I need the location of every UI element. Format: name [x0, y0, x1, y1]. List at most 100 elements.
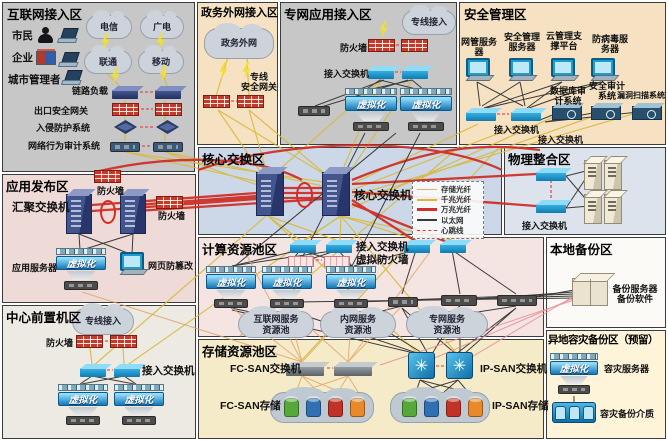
title-storage-pool: 存储资源池区	[202, 345, 278, 359]
private-virtual-hosts	[345, 88, 397, 95]
disk-icon	[402, 396, 417, 417]
physical-access-switch	[536, 204, 566, 213]
intranet-pool-cloud: 内网服务 资源池	[320, 306, 396, 338]
title-front-machine: 中心前置机区	[6, 311, 82, 325]
front-rack-server	[122, 416, 156, 425]
link-load-balancer	[155, 90, 181, 99]
private-virtualization: 虚拟化	[400, 96, 452, 111]
ip-san-switch	[446, 352, 473, 379]
label-enterprise: 企业	[12, 52, 33, 64]
cloud-mgmt-server-icon	[550, 58, 580, 82]
virtualization-shadow	[68, 407, 98, 415]
label-core-switch: 核心交换机	[354, 190, 412, 202]
title-app-publish: 应用发布区	[6, 180, 69, 194]
private-line-cloud: 专线接入	[402, 5, 456, 35]
enterprise-icon	[36, 51, 56, 65]
ips-device	[114, 120, 137, 134]
label-security-access-switch: 接入交换机	[494, 125, 540, 135]
title-compute-pool: 计算资源池区	[202, 243, 278, 257]
legend-storage-fiber: 存储光纤	[417, 185, 479, 194]
private-access-switch	[402, 70, 428, 79]
compute-virtual-hosts	[262, 266, 312, 273]
compute-rack-server	[497, 295, 537, 306]
app-rack-server	[64, 281, 98, 290]
label-dr-server: 容灾服务器	[604, 364, 650, 374]
legend-ge-fiber: 千兆光纤	[417, 195, 479, 204]
label-physical-access-switch: 接入交换机	[522, 221, 568, 231]
label-virtual-firewall: 虚拟防火墙	[356, 254, 409, 266]
app-virtualization: 虚拟化	[56, 256, 106, 270]
aggregation-switch	[66, 194, 92, 234]
label-sec-mgmt-server: 安全管理 服务器	[503, 32, 540, 53]
dr-virtualization: 虚拟化	[550, 361, 598, 375]
behavior-audit-device	[110, 142, 140, 152]
private-pool-cloud: 专网服务 资源池	[406, 306, 488, 338]
anti-tamper-icon	[119, 252, 149, 276]
private-access-switch	[368, 70, 394, 79]
compute-rack-server	[270, 299, 304, 308]
mobile-cloud: 移动	[138, 45, 184, 74]
security-access-switch	[511, 112, 541, 121]
title-security-mgmt: 安全管理区	[464, 8, 527, 22]
label-ip-san-storage: IP-SAN存储	[492, 400, 549, 412]
legend-heartbeat: 心跳线	[417, 226, 479, 235]
app-virtual-hosts	[56, 248, 106, 255]
fc-san-switch	[286, 366, 324, 376]
front-firewall	[76, 335, 103, 348]
behavior-audit-device	[153, 142, 183, 152]
aggregation-switch	[120, 194, 146, 234]
antivirus-server-icon	[590, 58, 620, 82]
nms-server-icon	[465, 58, 495, 82]
label-line-gateway: 专线 安全网关	[240, 72, 277, 93]
title-disaster-recovery: 异地容灾备份区（预留）	[548, 334, 659, 346]
virtualization-shadow	[66, 271, 96, 280]
lightning-icon	[379, 21, 388, 38]
disk-icon	[468, 396, 483, 417]
db-audit-appliance	[552, 106, 582, 120]
label-db-audit: 数据库审 计系统	[549, 86, 586, 107]
vuln-scan-appliance	[632, 106, 662, 120]
label-app-firewall-top: 防火墙	[97, 186, 125, 196]
private-rack-server	[408, 122, 444, 131]
label-cloud-mgmt-platform: 云管理支 撑平台	[545, 31, 582, 52]
private-rack-server	[353, 122, 389, 131]
compute-access-switch	[290, 244, 316, 253]
physical-access-switch	[536, 172, 566, 181]
dr-backup-media-icon	[552, 402, 596, 423]
private-firewall	[368, 39, 395, 52]
label-vuln-scan: 漏洞扫描系统	[617, 91, 665, 100]
dr-rack-server	[558, 385, 590, 394]
compute-rack-server	[388, 297, 418, 307]
title-internet-access: 互联网接入区	[7, 8, 83, 22]
security-access-switch	[466, 112, 496, 121]
sec-mgmt-server-icon	[508, 58, 538, 82]
label-ips: 入侵防护系统	[36, 123, 91, 133]
compute-rack-server	[441, 295, 477, 306]
compute-access-switch	[326, 244, 352, 253]
label-backup-server: 备份服务器 备份软件	[612, 284, 658, 305]
label-private-access-switch: 接入交换机	[324, 69, 370, 79]
label-dr-media: 容灾备份介质	[600, 409, 655, 419]
disk-icon	[328, 396, 343, 417]
front-virtual-hosts	[58, 384, 108, 391]
app-publish-firewall	[94, 170, 121, 183]
physical-server	[604, 160, 622, 190]
broadcast-cloud: 广电	[140, 10, 184, 39]
label-antivirus-server: 防病毒服 务器	[591, 34, 628, 55]
core-switch	[322, 172, 350, 216]
label-city-manager: 城市管理者	[8, 74, 61, 86]
gov-extranet-cloud: 政务外网	[204, 23, 274, 59]
label-fc-san-storage: FC-SAN存储	[220, 400, 281, 412]
virtualization-shadow	[560, 376, 588, 384]
core-switch	[256, 172, 284, 216]
lightning-icon	[101, 33, 110, 50]
compute-access-switch	[440, 244, 466, 253]
ips-device	[156, 120, 179, 134]
disk-icon	[446, 396, 461, 417]
citizen-icon	[38, 27, 53, 43]
front-access-switch	[80, 368, 106, 377]
virtualization-shadow	[124, 407, 154, 415]
compute-rack-server	[214, 299, 248, 308]
fc-san-switch	[334, 366, 372, 376]
